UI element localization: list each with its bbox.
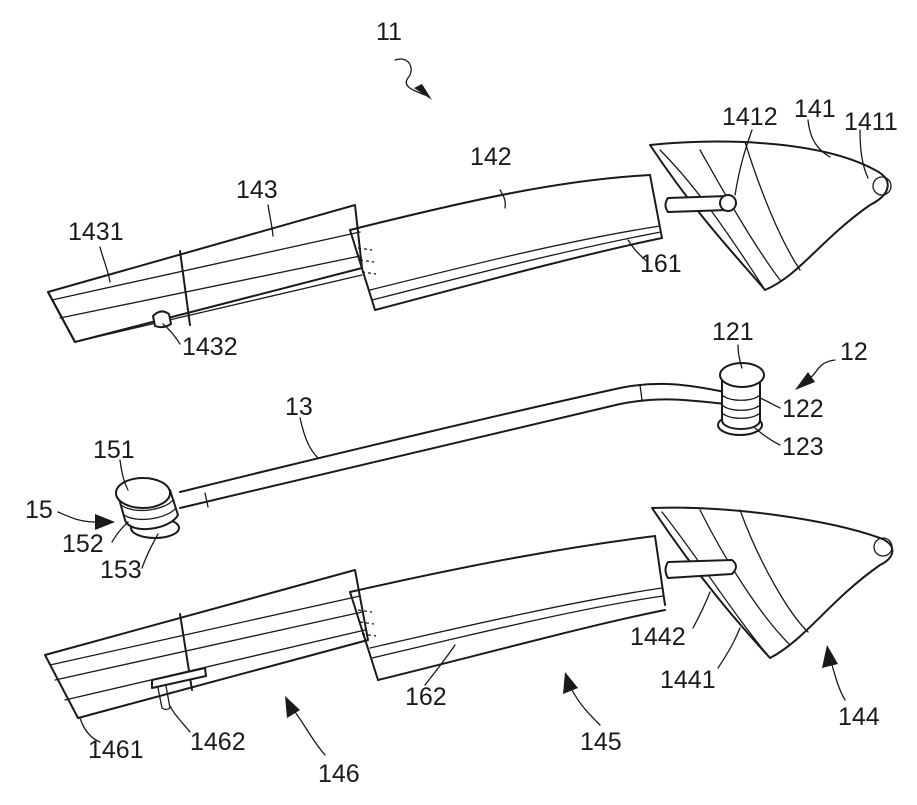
arrow-15 xyxy=(58,512,115,530)
label-153: 153 xyxy=(100,556,142,584)
arrow-11 xyxy=(395,59,432,100)
label-12: 12 xyxy=(840,338,868,366)
arrow-144 xyxy=(822,645,845,700)
label-146: 146 xyxy=(318,760,360,788)
tip-141 xyxy=(650,142,891,290)
label-121: 121 xyxy=(712,318,754,346)
label-1432: 1432 xyxy=(182,333,238,361)
arrow-145 xyxy=(563,672,600,725)
label-1441: 1441 xyxy=(660,666,716,694)
label-1431: 1431 xyxy=(68,218,124,246)
label-123: 123 xyxy=(782,433,824,461)
label-1461: 1461 xyxy=(88,736,144,764)
tip-144 xyxy=(652,508,892,658)
label-11: 11 xyxy=(376,18,402,46)
tube-142 xyxy=(350,175,662,310)
upper-assembly xyxy=(48,142,891,342)
label-142: 142 xyxy=(470,143,512,171)
label-1411: 1411 xyxy=(844,108,898,136)
reference-labels: 11 142 143 1431 1432 161 1412 141 1411 1… xyxy=(25,18,898,788)
rod-13 xyxy=(180,384,725,508)
label-162: 162 xyxy=(405,683,447,711)
tube-145 xyxy=(350,536,665,680)
label-141: 141 xyxy=(794,95,836,123)
sleeve-146 xyxy=(45,570,368,718)
label-144: 144 xyxy=(838,703,880,731)
lower-assembly xyxy=(45,508,892,718)
label-1412: 1412 xyxy=(722,103,778,131)
label-152: 152 xyxy=(62,530,104,558)
arrow-12 xyxy=(795,360,835,390)
label-1442: 1442 xyxy=(630,623,686,651)
label-1462: 1462 xyxy=(190,728,246,756)
end-piece-15 xyxy=(116,478,179,538)
label-161: 161 xyxy=(640,250,682,278)
end-piece-12 xyxy=(718,363,764,435)
arrow-146 xyxy=(285,696,325,755)
label-145: 145 xyxy=(580,728,622,756)
label-151: 151 xyxy=(93,436,135,464)
label-122: 122 xyxy=(782,395,824,423)
label-143: 143 xyxy=(236,176,278,204)
label-13: 13 xyxy=(285,393,313,421)
label-15: 15 xyxy=(25,496,53,524)
